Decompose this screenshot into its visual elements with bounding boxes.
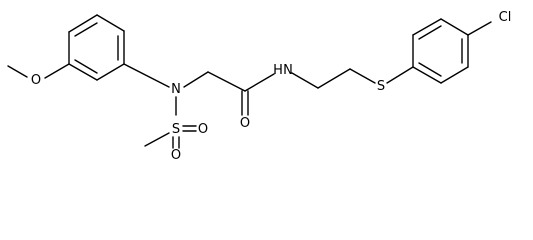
atom-s-thioether: S [377,79,385,94]
chlorophenyl-ring [412,18,469,84]
bond-ring-cl [467,21,492,36]
bond-ch2-ch2 [317,68,351,89]
bond-s-ring [386,66,414,84]
bond-n-ch2 [183,71,209,88]
bond-nh-ch2 [291,72,319,89]
bond-o-ring [44,63,70,79]
bond-ring-n [123,63,170,88]
atom-o-carbonyl: O [240,116,250,131]
atom-s-sulfonyl: S [172,122,180,137]
bond-layer [7,14,492,149]
bond-ch2-carbonyl [207,71,246,92]
atom-o-sulfonyl-bottom: O [171,148,181,163]
atom-o-methoxy: O [31,73,41,88]
bond-carbonyl-nh [244,73,275,92]
bond-ch2-s [349,68,376,84]
atom-cl: Cl [499,10,512,25]
atom-h-amide: H [273,63,283,78]
atom-n-amine: N [171,82,181,97]
bond-methyl-o [7,65,28,78]
molecule-structure: O N S O O O H N S Cl [7,10,511,163]
atom-labels: O N S O O O H N S Cl [31,10,511,163]
methoxyphenyl-ring [68,14,125,81]
bond-sulfonyl-methyl [144,132,170,147]
atom-o-sulfonyl-right: O [198,122,208,137]
atom-n-amide: N [283,63,293,78]
